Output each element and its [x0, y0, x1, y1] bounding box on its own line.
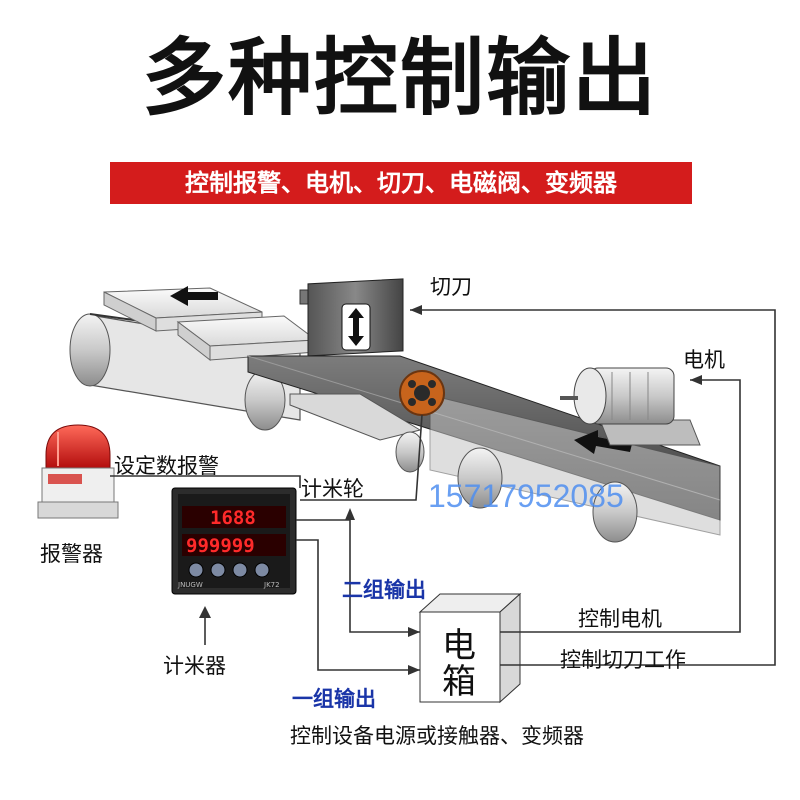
- label-alarm: 报警器: [40, 542, 103, 566]
- page-title: 多种控制输出: [141, 29, 658, 127]
- label-motor: 电机: [683, 348, 725, 372]
- cutting-table: [289, 393, 422, 441]
- direction-arrow-left: [170, 286, 218, 306]
- alarm-lamp: [37, 424, 119, 519]
- right-conveyor: [395, 394, 721, 543]
- cutter-blade: [299, 278, 404, 357]
- label-cutter: 切刀: [430, 275, 472, 299]
- label-control-cutter: 控制切刀工作: [560, 648, 686, 672]
- label-meter-wheel: 计米轮: [301, 477, 364, 501]
- electric-box-label-top: 电: [442, 626, 476, 666]
- label-group2-output: 二组输出: [342, 578, 426, 602]
- subtitle-banner: 控制报警、电机、切刀、电磁阀、变频器: [110, 162, 692, 204]
- electric-box-label-bottom: 箱: [442, 662, 476, 702]
- meter-wheel: [399, 370, 445, 416]
- arrowheads: [199, 305, 702, 675]
- device-brand: JNUGW: [177, 581, 203, 589]
- wiring: [110, 309, 776, 671]
- label-meter: 计米器: [163, 654, 226, 678]
- motor: [560, 367, 701, 446]
- meter-counter: [171, 487, 297, 595]
- device-model: JK72: [263, 581, 280, 589]
- label-bottom-note: 控制设备电源或接触器、变频器: [290, 724, 584, 748]
- led-row-2: 999999: [186, 535, 255, 557]
- direction-arrow-right: [574, 430, 632, 454]
- label-group1-output: 一组输出: [292, 687, 376, 711]
- led-row-1: 1688: [210, 507, 256, 529]
- phone-watermark: 15717952085: [428, 478, 624, 514]
- electric-box: [418, 592, 522, 704]
- label-alarm-setting: 设定数报警: [114, 454, 219, 478]
- label-control-motor: 控制电机: [578, 607, 662, 631]
- sheet-stack-2: [176, 315, 318, 362]
